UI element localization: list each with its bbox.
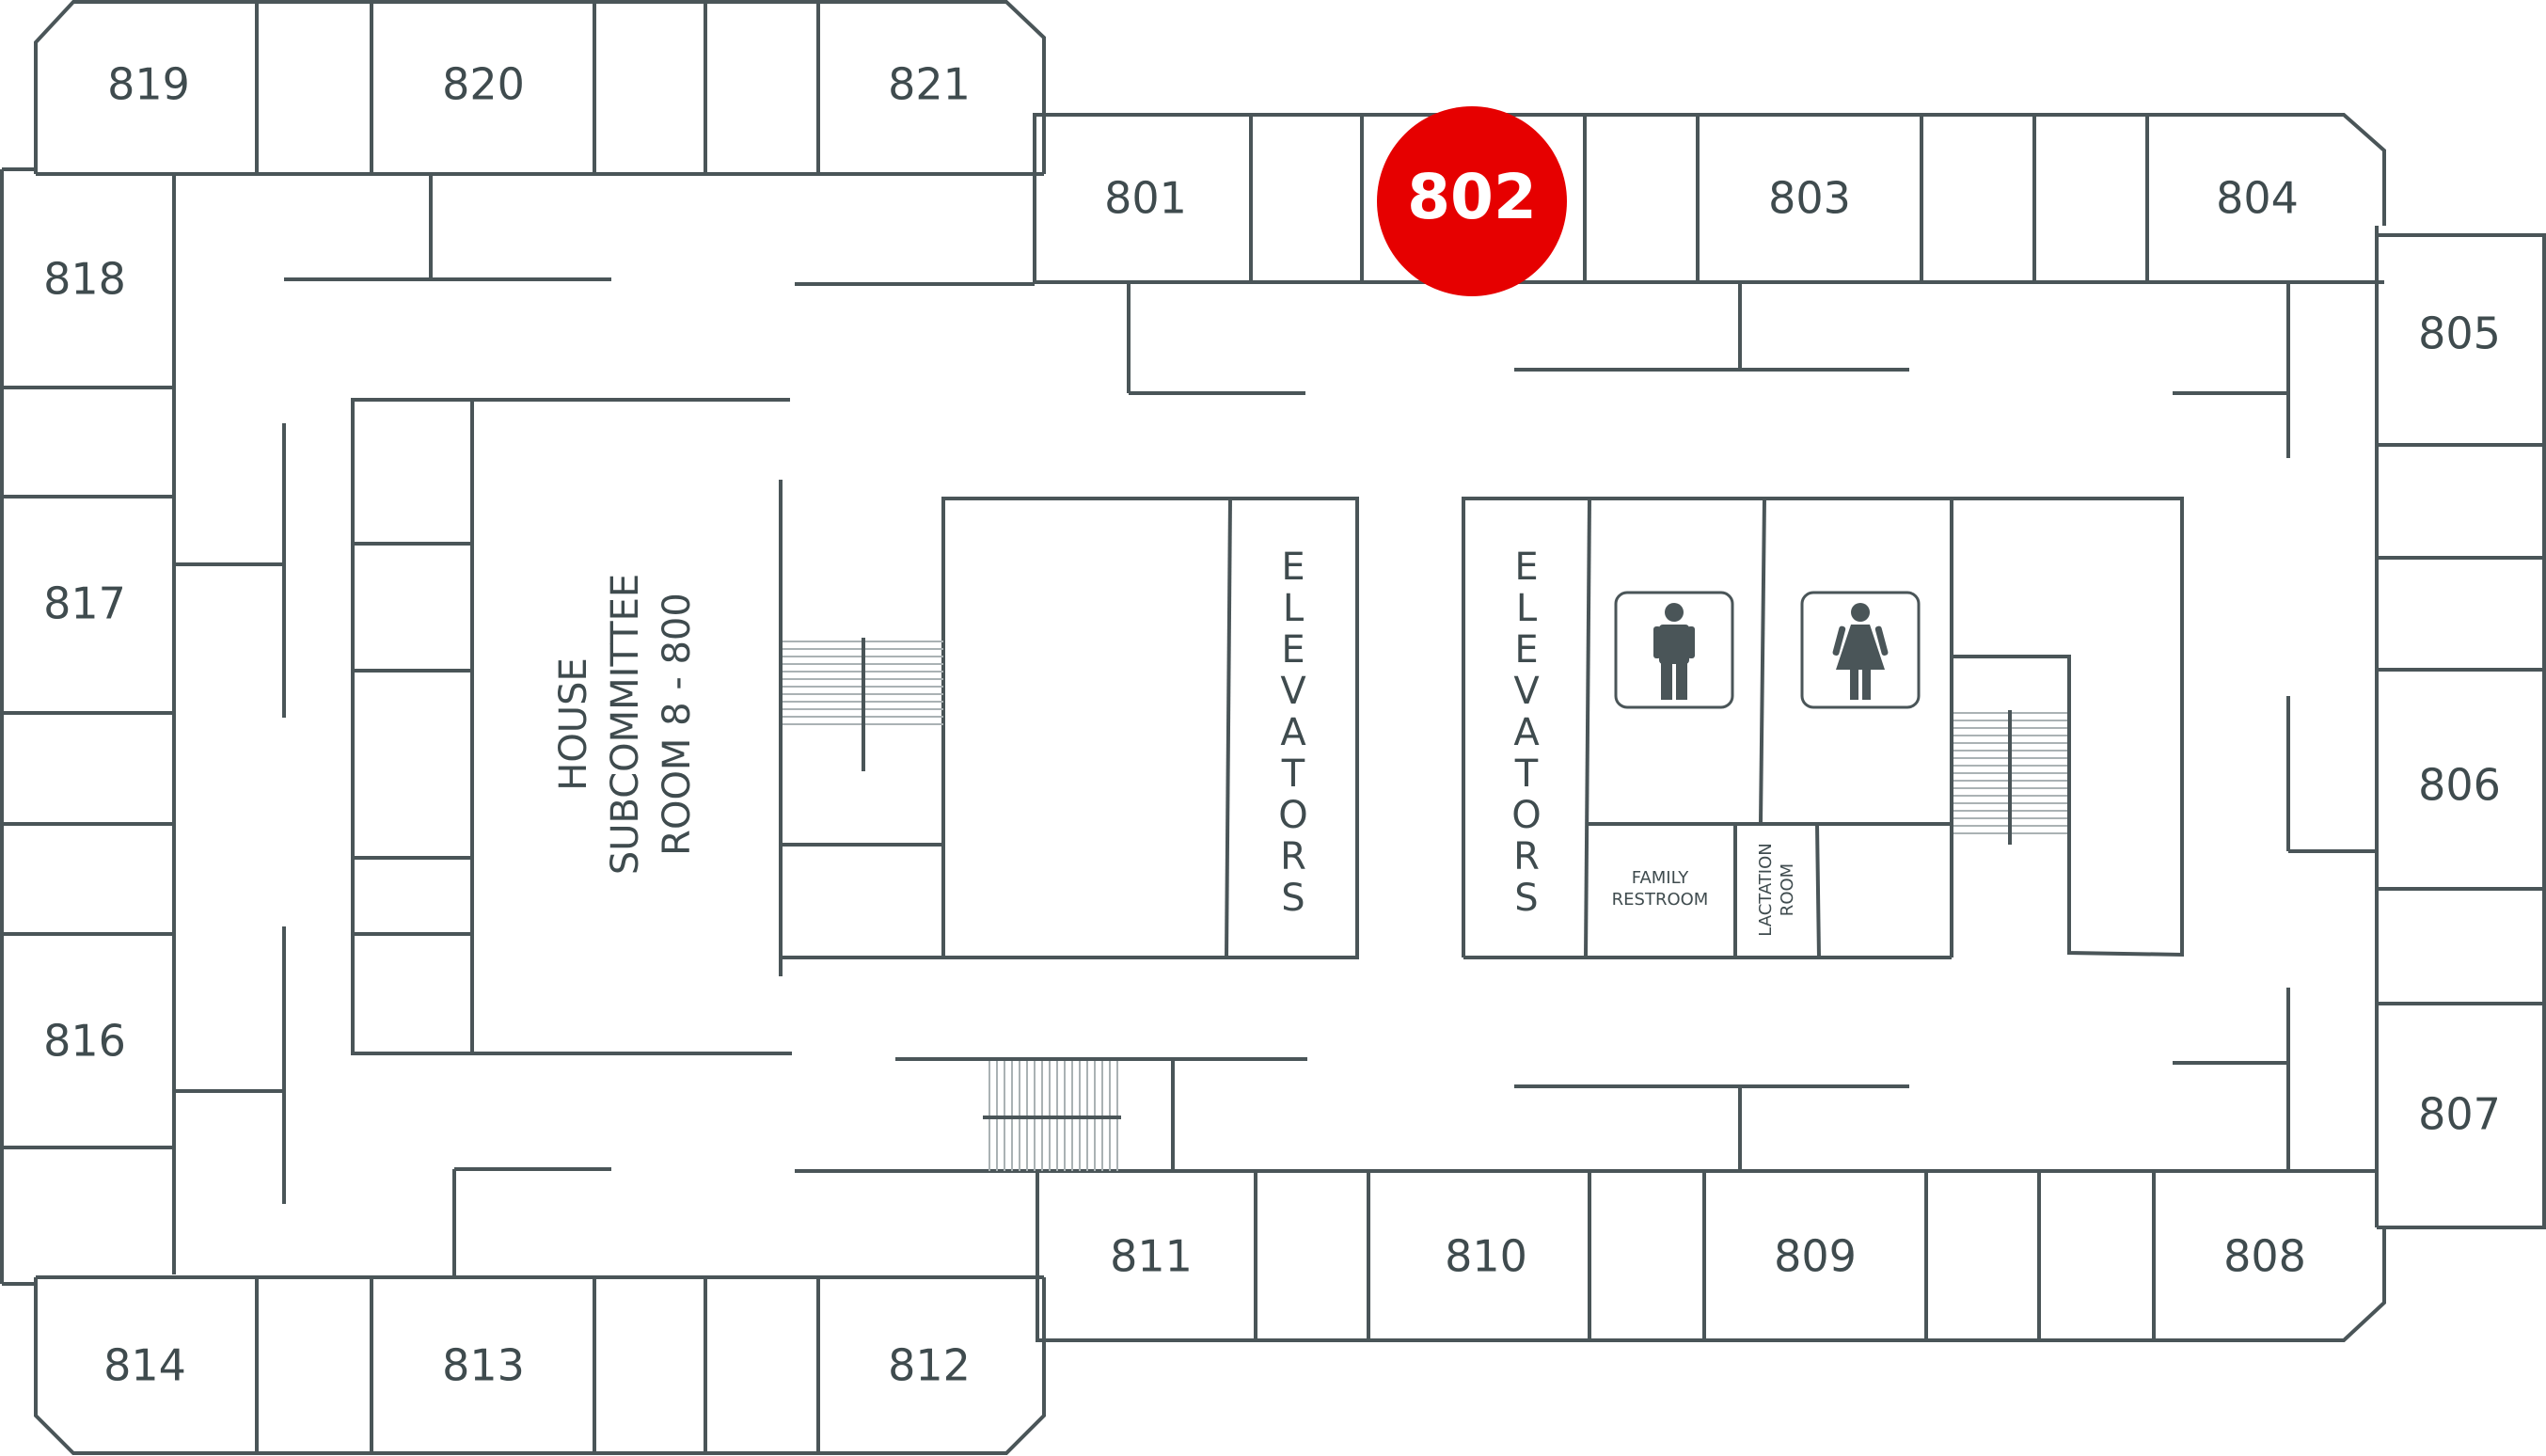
room-818-label[interactable]: 818 bbox=[43, 254, 126, 305]
room-821-label[interactable]: 821 bbox=[888, 59, 971, 110]
bottom-right-block bbox=[1036, 1169, 2386, 1342]
bottom-stairs bbox=[983, 1061, 1121, 1171]
top-left-block bbox=[34, 0, 1046, 176]
corridor-walls bbox=[174, 174, 2377, 1277]
room-803-label[interactable]: 803 bbox=[1768, 173, 1851, 224]
highlight-room-label[interactable]: 802 bbox=[1407, 161, 1537, 233]
room-labels: 819 820 821 801 803 804 805 806 807 808 … bbox=[43, 59, 2501, 1391]
elevator-letter: S bbox=[1281, 877, 1305, 920]
room-804-label[interactable]: 804 bbox=[2216, 173, 2299, 224]
room-805-label[interactable]: 805 bbox=[2418, 309, 2501, 359]
top-right-block bbox=[1033, 113, 2386, 284]
women-restroom-icon bbox=[1800, 591, 1921, 709]
room-819-label[interactable]: 819 bbox=[107, 59, 190, 110]
room-813-label[interactable]: 813 bbox=[442, 1340, 525, 1391]
elevator-letter: V bbox=[1513, 670, 1540, 713]
room-809-label[interactable]: 809 bbox=[1774, 1231, 1857, 1282]
room-801-label[interactable]: 801 bbox=[1104, 173, 1187, 224]
room-817-label[interactable]: 817 bbox=[43, 578, 126, 629]
elevator-letter: E bbox=[1281, 628, 1305, 672]
family-restroom-line-2: RESTROOM bbox=[1612, 890, 1709, 910]
subcommittee-label: HOUSE SUBCOMMITTEE ROOM 8 - 800 bbox=[552, 574, 699, 875]
lactation-line-1: LACTATION bbox=[1756, 843, 1776, 936]
right-block bbox=[2375, 226, 2546, 1229]
elevator-letter: A bbox=[1280, 711, 1306, 754]
elevator-letter: R bbox=[1513, 835, 1540, 878]
room-811-label[interactable]: 811 bbox=[1110, 1231, 1193, 1282]
elevator-letter: L bbox=[1516, 587, 1538, 630]
left-stairs bbox=[783, 638, 943, 771]
lactation-line-2: ROOM bbox=[1778, 863, 1797, 916]
room-807-label[interactable]: 807 bbox=[2418, 1089, 2501, 1140]
right-core bbox=[1462, 497, 2184, 959]
family-restroom-line-1: FAMILY bbox=[1632, 868, 1689, 888]
left-core bbox=[779, 480, 1359, 1171]
room-808-label[interactable]: 808 bbox=[2223, 1231, 2306, 1282]
elevator-letter: E bbox=[1514, 546, 1538, 589]
elevator-letter: S bbox=[1514, 877, 1538, 920]
room-816-label[interactable]: 816 bbox=[43, 1016, 126, 1067]
subcommittee-line-2: SUBCOMMITTEE bbox=[604, 574, 647, 875]
bottom-left-block bbox=[34, 1275, 1046, 1455]
subcommittee-line-3: ROOM 8 - 800 bbox=[656, 593, 699, 856]
elevator-letter: T bbox=[1514, 752, 1539, 796]
elevator-letter: T bbox=[1281, 752, 1305, 796]
elevator-letter: R bbox=[1280, 835, 1306, 878]
elevator-letter: L bbox=[1283, 587, 1305, 630]
subcommittee-block bbox=[351, 398, 792, 1055]
elevator-letter: V bbox=[1280, 670, 1306, 713]
family-restroom-label: FAMILY RESTROOM bbox=[1612, 868, 1709, 910]
elevator-letter: E bbox=[1514, 628, 1538, 672]
right-stairs bbox=[1953, 710, 2067, 845]
elevator-letter: A bbox=[1513, 711, 1540, 754]
elevator-letter: O bbox=[1278, 794, 1307, 837]
elevator-letter: E bbox=[1281, 546, 1305, 589]
room-814-label[interactable]: 814 bbox=[103, 1340, 186, 1391]
left-block bbox=[0, 167, 176, 1286]
room-820-label[interactable]: 820 bbox=[442, 59, 525, 110]
room-812-label[interactable]: 812 bbox=[888, 1340, 971, 1391]
elevator-letter: O bbox=[1511, 794, 1541, 837]
men-restroom-icon bbox=[1614, 591, 1734, 709]
subcommittee-line-1: HOUSE bbox=[552, 657, 595, 791]
room-810-label[interactable]: 810 bbox=[1445, 1231, 1527, 1282]
room-806-label[interactable]: 806 bbox=[2418, 760, 2501, 811]
lactation-room-label: LACTATION ROOM bbox=[1756, 843, 1797, 936]
highlight-marker[interactable]: 802 bbox=[1377, 106, 1567, 296]
